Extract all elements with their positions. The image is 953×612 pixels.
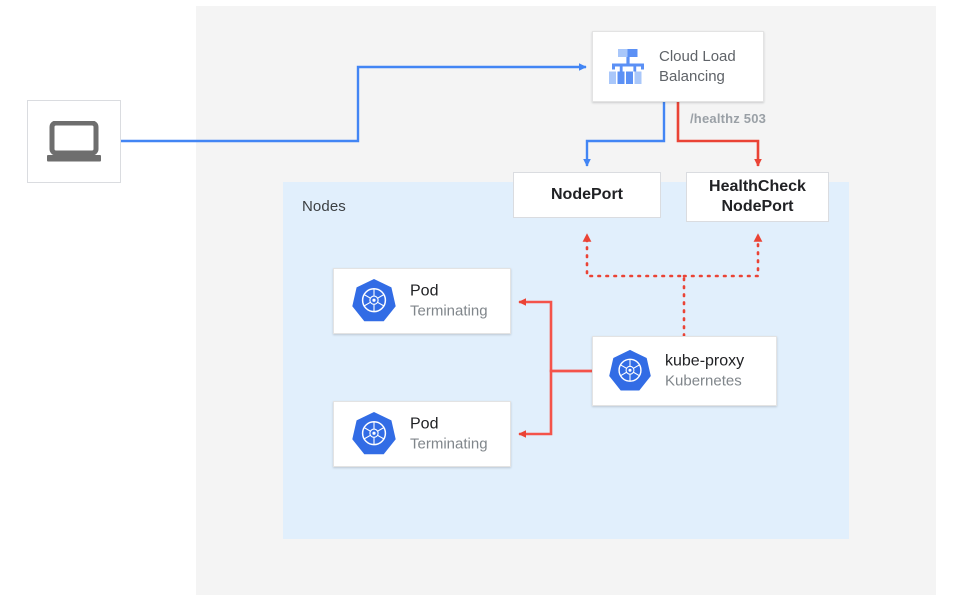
cloud-load-balancing-label: Cloud Load Balancing (659, 47, 736, 87)
edge-kubeproxy-to-nodeports-trunk (582, 232, 686, 338)
kube-proxy-node[interactable]: kube-proxy Kubernetes (592, 336, 777, 406)
cloud-load-balancing-title-line1: Cloud Load (659, 47, 736, 65)
kubernetes-icon (352, 412, 396, 455)
client-laptop-node[interactable] (27, 100, 121, 183)
cloud-load-balancing-title-line2: Balancing (659, 67, 725, 85)
edge-kubeproxy-to-pod-1 (518, 298, 592, 373)
healthcheck-nodeport-label: HealthCheck NodePort (687, 177, 828, 217)
edge-kubeproxy-to-healthcheck-nodeport (682, 232, 763, 278)
kubernetes-icon (609, 349, 651, 391)
pod-node-1-text: Pod Terminating (410, 281, 488, 320)
pod-node-1[interactable]: Pod Terminating (333, 268, 511, 334)
edge-client-to-load-balancer (121, 63, 587, 143)
healthcheck-nodeport-node[interactable]: HealthCheck NodePort (686, 172, 829, 222)
laptop-icon (47, 120, 101, 161)
edge-load-balancer-to-nodeport (583, 102, 666, 167)
kube-proxy-text: kube-proxy Kubernetes (665, 351, 744, 390)
pod-node-2-status: Terminating (410, 435, 488, 453)
nodes-region-label: Nodes (302, 198, 346, 215)
edge-kubeproxy-to-pod-2 (518, 369, 592, 438)
pod-node-2-title: Pod (410, 415, 439, 433)
kube-proxy-subtitle: Kubernetes (665, 372, 742, 390)
kubernetes-icon (352, 279, 396, 322)
pod-node-1-status: Terminating (410, 302, 488, 320)
cloud-load-balancing-icon (609, 48, 644, 84)
nodeport-label: NodePort (551, 186, 623, 203)
nodeport-node[interactable]: NodePort (513, 172, 661, 218)
healthcheck-nodeport-label-line2: NodePort (721, 198, 794, 215)
edge-healthz-503 (676, 102, 762, 167)
healthcheck-nodeport-label-line1: HealthCheck (709, 178, 806, 195)
pod-node-2[interactable]: Pod Terminating (333, 401, 511, 467)
pod-node-1-title: Pod (410, 282, 439, 300)
cloud-load-balancing-node[interactable]: Cloud Load Balancing (592, 31, 764, 102)
kube-proxy-title: kube-proxy (665, 352, 745, 370)
healthz-edge-label: /healthz 503 (690, 111, 767, 126)
pod-node-2-text: Pod Terminating (410, 414, 488, 453)
